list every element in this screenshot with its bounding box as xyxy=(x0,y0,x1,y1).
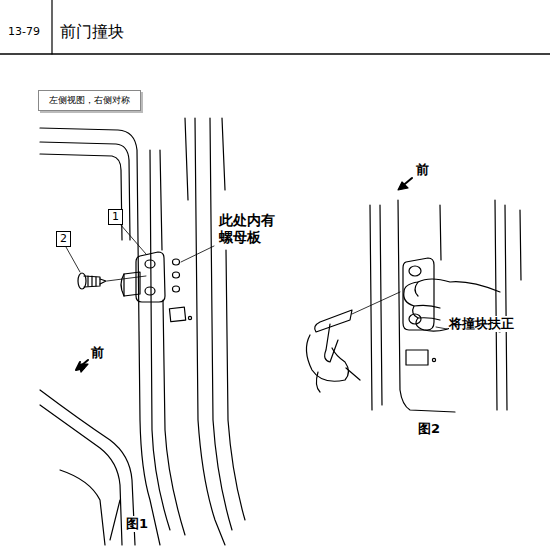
door-pillar xyxy=(370,200,521,412)
header-rule xyxy=(51,0,52,54)
callout-number: 2 xyxy=(56,231,71,247)
figure-label: 图2 xyxy=(418,421,440,437)
instruction-note: 将撞块扶正 xyxy=(449,316,514,332)
nut-plate-note: 此处内有螺母板 xyxy=(219,212,279,246)
node-text: 1 xyxy=(112,210,119,223)
front-arrow xyxy=(79,364,88,372)
view-note-box: 左侧视图，右侧对称 xyxy=(38,90,141,111)
leader-line xyxy=(120,224,146,254)
page-number: 13-79 xyxy=(8,25,40,38)
door-striker xyxy=(403,258,434,330)
page-title: 前门撞块 xyxy=(60,22,124,41)
door-striker xyxy=(121,252,165,302)
door-frame xyxy=(40,118,245,545)
screw xyxy=(78,273,146,289)
front-direction: 前 xyxy=(91,345,104,361)
air-gun xyxy=(306,292,400,392)
leader-line xyxy=(181,246,214,262)
header-rule xyxy=(0,53,550,55)
node-text: 左侧视图，右侧对称 xyxy=(49,95,130,106)
leader-line xyxy=(436,327,447,329)
front-arrow xyxy=(398,182,408,190)
front-direction: 前 xyxy=(416,162,429,178)
node-text: 2 xyxy=(60,232,67,245)
callout-number: 1 xyxy=(108,209,123,225)
figure-label: 图1 xyxy=(126,516,148,532)
leader-line xyxy=(66,247,80,272)
nut-plate-holes xyxy=(173,259,180,292)
